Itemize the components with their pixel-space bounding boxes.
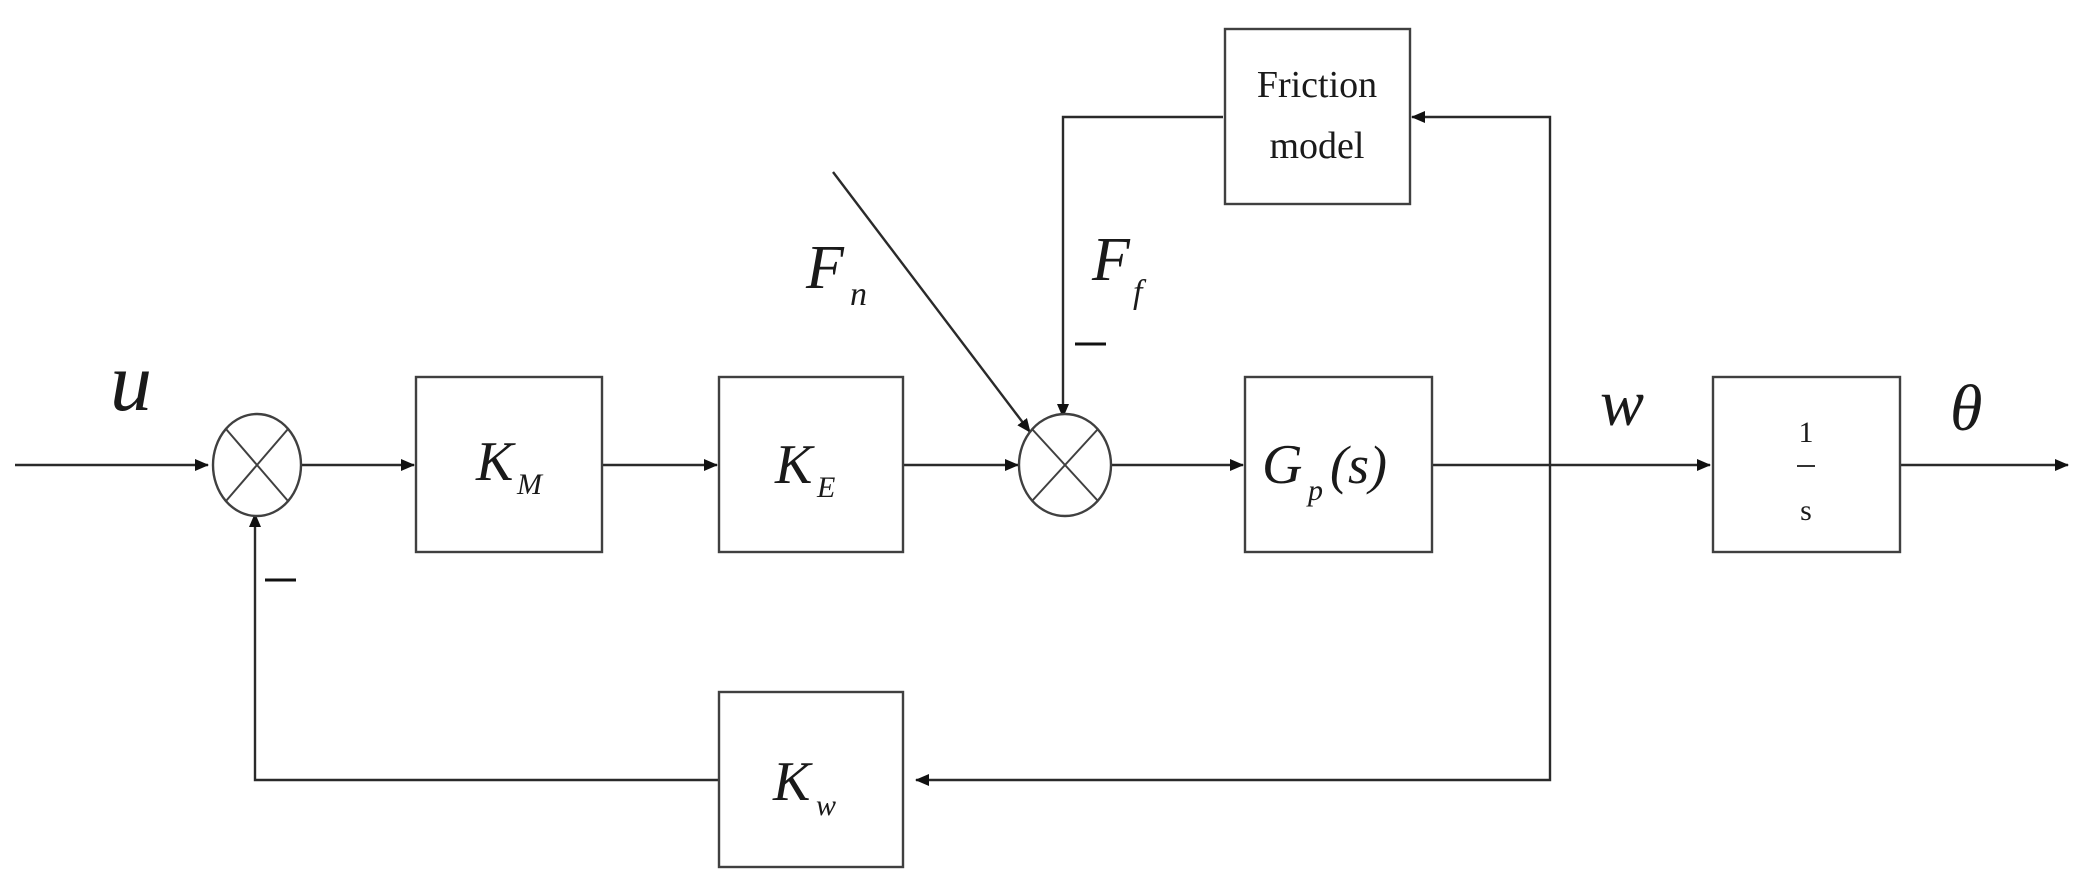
km-subscript: M [516,468,544,501]
input-label: u [110,336,152,429]
block-kw: K w [717,690,905,869]
block-ke: K E [717,375,905,554]
km-label: K [475,431,516,493]
friction-label-line2: model [1270,125,1365,167]
wire-velocity-feedback [915,465,1552,786]
gp-label: G [1262,434,1302,496]
integrator-denominator: s [1800,494,1812,527]
summing-junction-1 [211,412,303,518]
gp-subscript: p [1306,474,1323,507]
summing-junction-2 [1017,412,1113,518]
friction-force-label-sub: f [1133,274,1147,311]
friction-label-line1: Friction [1257,64,1377,106]
friction-force-label-main: F [1091,226,1131,294]
ke-label: K [774,434,815,496]
wire-disturbance [832,171,1031,433]
disturbance-label: F n [805,234,867,313]
disturbance-label-main: F [805,234,845,302]
gp-argument: (s) [1330,435,1387,495]
velocity-label: w [1600,367,1644,440]
kw-subscript: w [816,789,836,822]
kw-label: K [772,751,813,813]
ke-subscript: E [816,471,835,504]
block-friction-model: Friction model [1223,27,1412,206]
disturbance-label-sub: n [850,276,867,313]
block-integrator: 1 s [1711,375,1902,554]
friction-force-label: F f [1091,226,1147,311]
wire-kw-to-sum1 [249,513,719,782]
block-gp: G p (s) [1243,375,1434,554]
wire-friction-to-sum2 [1057,115,1223,418]
block-km: K M [414,375,604,554]
integrator-numerator: 1 [1799,416,1814,449]
output-label: θ [1950,372,1982,445]
wire-velocity-to-friction [1411,111,1552,465]
